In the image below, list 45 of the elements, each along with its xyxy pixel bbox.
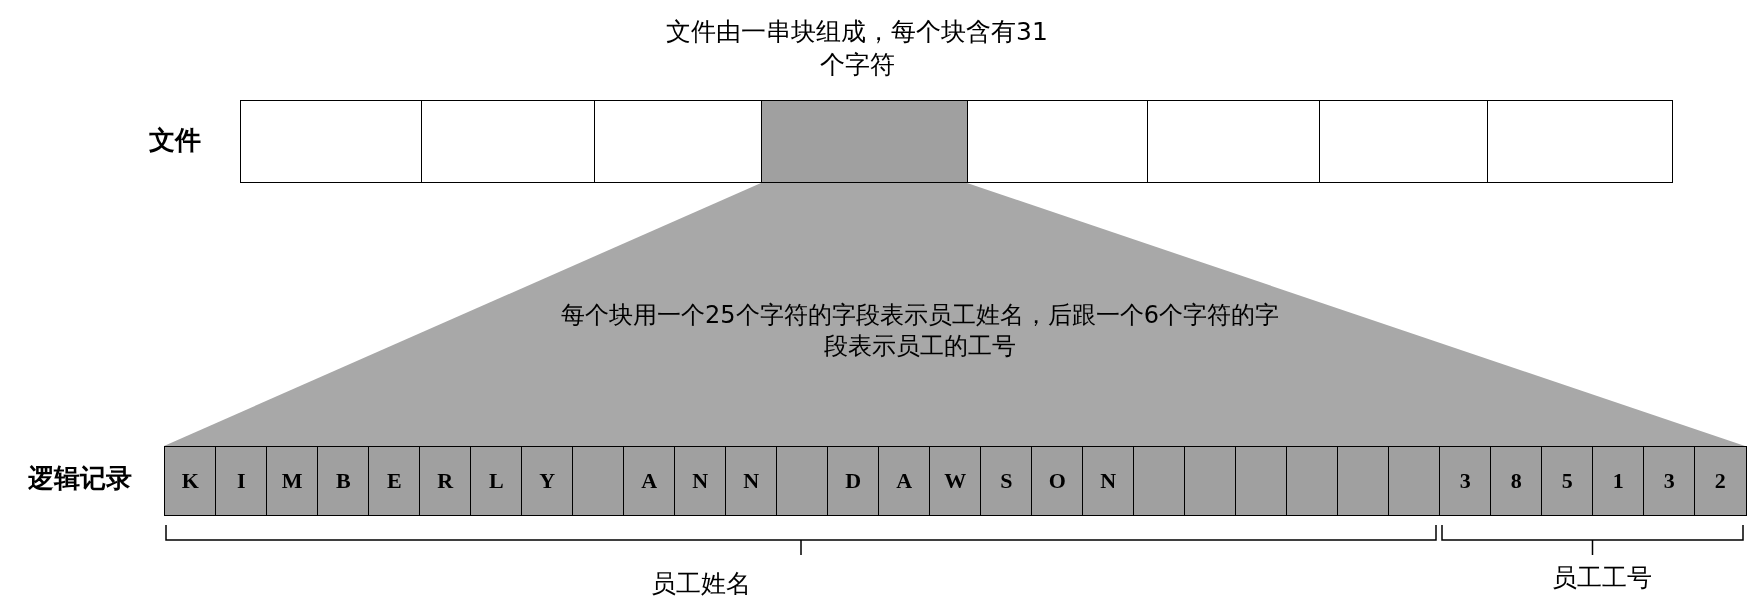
row-label: 逻辑记录: [27, 462, 133, 495]
character-cell: [1133, 446, 1186, 516]
block-box: [761, 100, 969, 183]
character-cell: W: [929, 446, 982, 516]
character-cell: 3: [1439, 446, 1492, 516]
block-box: [421, 100, 596, 183]
character-cell: [1286, 446, 1339, 516]
character-cell: 8: [1490, 446, 1543, 516]
character-cell: S: [980, 446, 1033, 516]
character-cell: 5: [1541, 446, 1594, 516]
row-label: 文件: [148, 124, 202, 157]
character-cell: N: [1082, 446, 1135, 516]
character-cell: [776, 446, 829, 516]
block-box: [1319, 100, 1489, 183]
note-text: 每个块用一个25个字符的字段表示员工姓名，后跟一个6个字符的字段表示员工的工号: [560, 300, 1280, 363]
block-box: [240, 100, 423, 183]
character-cell: D: [827, 446, 880, 516]
block-box: [1147, 100, 1321, 183]
block-box: [594, 100, 763, 183]
character-cell: Y: [521, 446, 574, 516]
character-cell: [572, 446, 625, 516]
character-cell: O: [1031, 446, 1084, 516]
character-cell: N: [674, 446, 727, 516]
block-box: [967, 100, 1149, 183]
character-cell: A: [878, 446, 931, 516]
character-cell: [1235, 446, 1288, 516]
field-label: 员工姓名: [650, 568, 752, 600]
character-cell: 2: [1694, 446, 1747, 516]
field-label: 员工工号: [1551, 562, 1653, 594]
character-cell: [1184, 446, 1237, 516]
note-text: 文件由一串块组成，每个块含有31个字符: [665, 16, 1049, 81]
character-cell: 3: [1643, 446, 1696, 516]
character-cell: B: [317, 446, 370, 516]
character-cell: N: [725, 446, 778, 516]
character-cell: A: [623, 446, 676, 516]
character-cell: R: [419, 446, 472, 516]
character-cell: E: [368, 446, 421, 516]
character-cell: [1388, 446, 1441, 516]
character-cell: 1: [1592, 446, 1645, 516]
character-cell: K: [164, 446, 217, 516]
character-cell: I: [215, 446, 268, 516]
character-cell: L: [470, 446, 523, 516]
block-box: [1487, 100, 1673, 183]
character-cell: M: [266, 446, 319, 516]
character-cell: [1337, 446, 1390, 516]
